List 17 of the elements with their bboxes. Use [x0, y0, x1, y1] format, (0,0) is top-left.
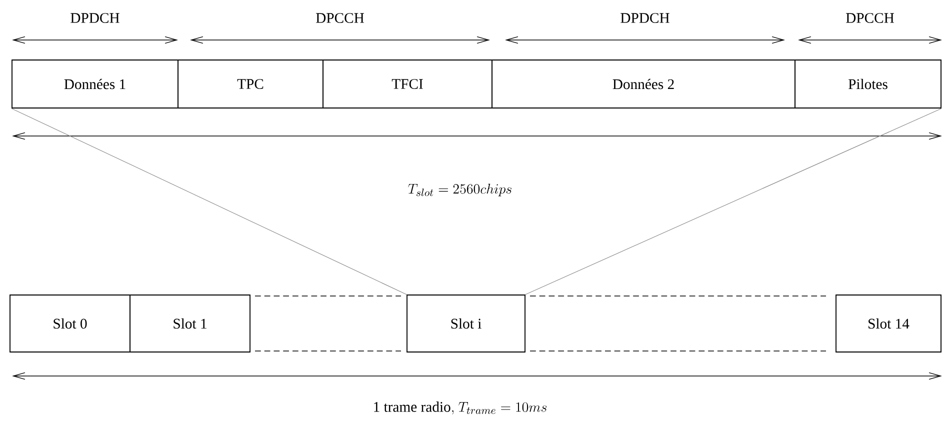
- channel-label: DPDCH: [620, 13, 670, 23]
- duration-label: $\mathrm{1\ trame\ radio,}\ T_{trame} = 10ms$: [374, 402, 547, 414]
- field-box: Données 1: [12, 60, 178, 108]
- field-box: Données 2: [492, 60, 796, 108]
- channel-label: DPCCH: [316, 13, 364, 23]
- field-box: Slot 1: [130, 294, 250, 352]
- channel-label: DPCCH: [846, 13, 894, 23]
- field-box: Pilotes: [794, 60, 942, 108]
- field-box: Slot 0: [10, 294, 130, 352]
- field-box: Slot 14: [836, 294, 942, 352]
- zoom-line: [525, 108, 942, 295]
- zoom-line: [11, 108, 407, 295]
- field-box: TFCI: [322, 60, 492, 108]
- channel-label: DPDCH: [70, 13, 120, 23]
- duration-label: $T_{slot} = 2560chips$: [408, 184, 512, 196]
- field-box: TPC: [178, 60, 324, 108]
- field-box: Slot i: [406, 294, 526, 352]
